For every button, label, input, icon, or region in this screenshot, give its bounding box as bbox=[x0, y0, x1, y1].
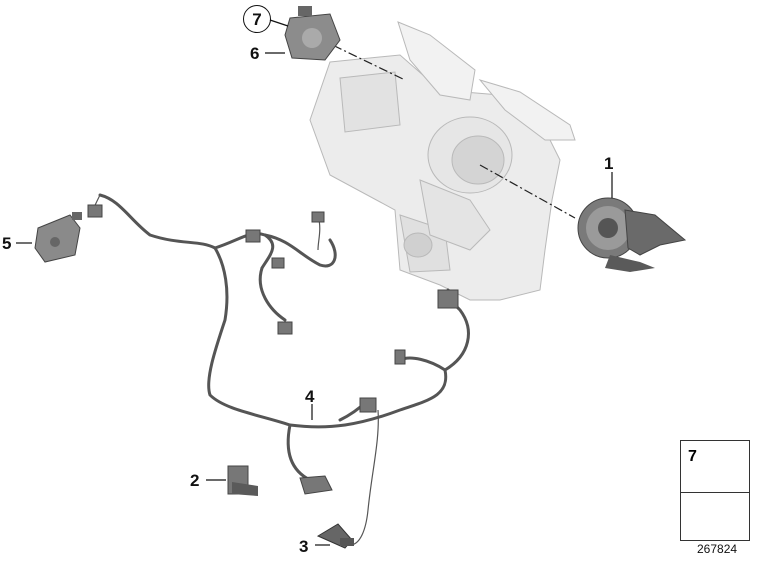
flap-actuator-top bbox=[284, 6, 341, 61]
stepper-motor bbox=[34, 212, 82, 263]
callout-3: 3 bbox=[299, 537, 309, 556]
legend-part-number: 7 bbox=[688, 448, 697, 465]
callout-4: 4 bbox=[305, 387, 315, 406]
legend-divider bbox=[681, 492, 749, 493]
blower-motor bbox=[577, 197, 687, 272]
resistor-bracket bbox=[227, 465, 258, 496]
callout-1: 1 bbox=[604, 154, 614, 173]
wiring-harness bbox=[98, 193, 470, 482]
callout-5: 5 bbox=[2, 234, 12, 253]
leader-lines bbox=[16, 19, 613, 546]
temperature-sensor bbox=[316, 523, 354, 549]
assembly-lines bbox=[317, 37, 576, 219]
legend-box: 7 bbox=[680, 440, 750, 541]
diagram-id: 267824 bbox=[697, 542, 738, 556]
callout-6: 6 bbox=[250, 44, 260, 63]
callout-2: 2 bbox=[190, 471, 200, 490]
callout-7-circled: 7 bbox=[243, 5, 271, 33]
heater-housing bbox=[309, 21, 576, 301]
harness-connectors bbox=[87, 204, 459, 495]
